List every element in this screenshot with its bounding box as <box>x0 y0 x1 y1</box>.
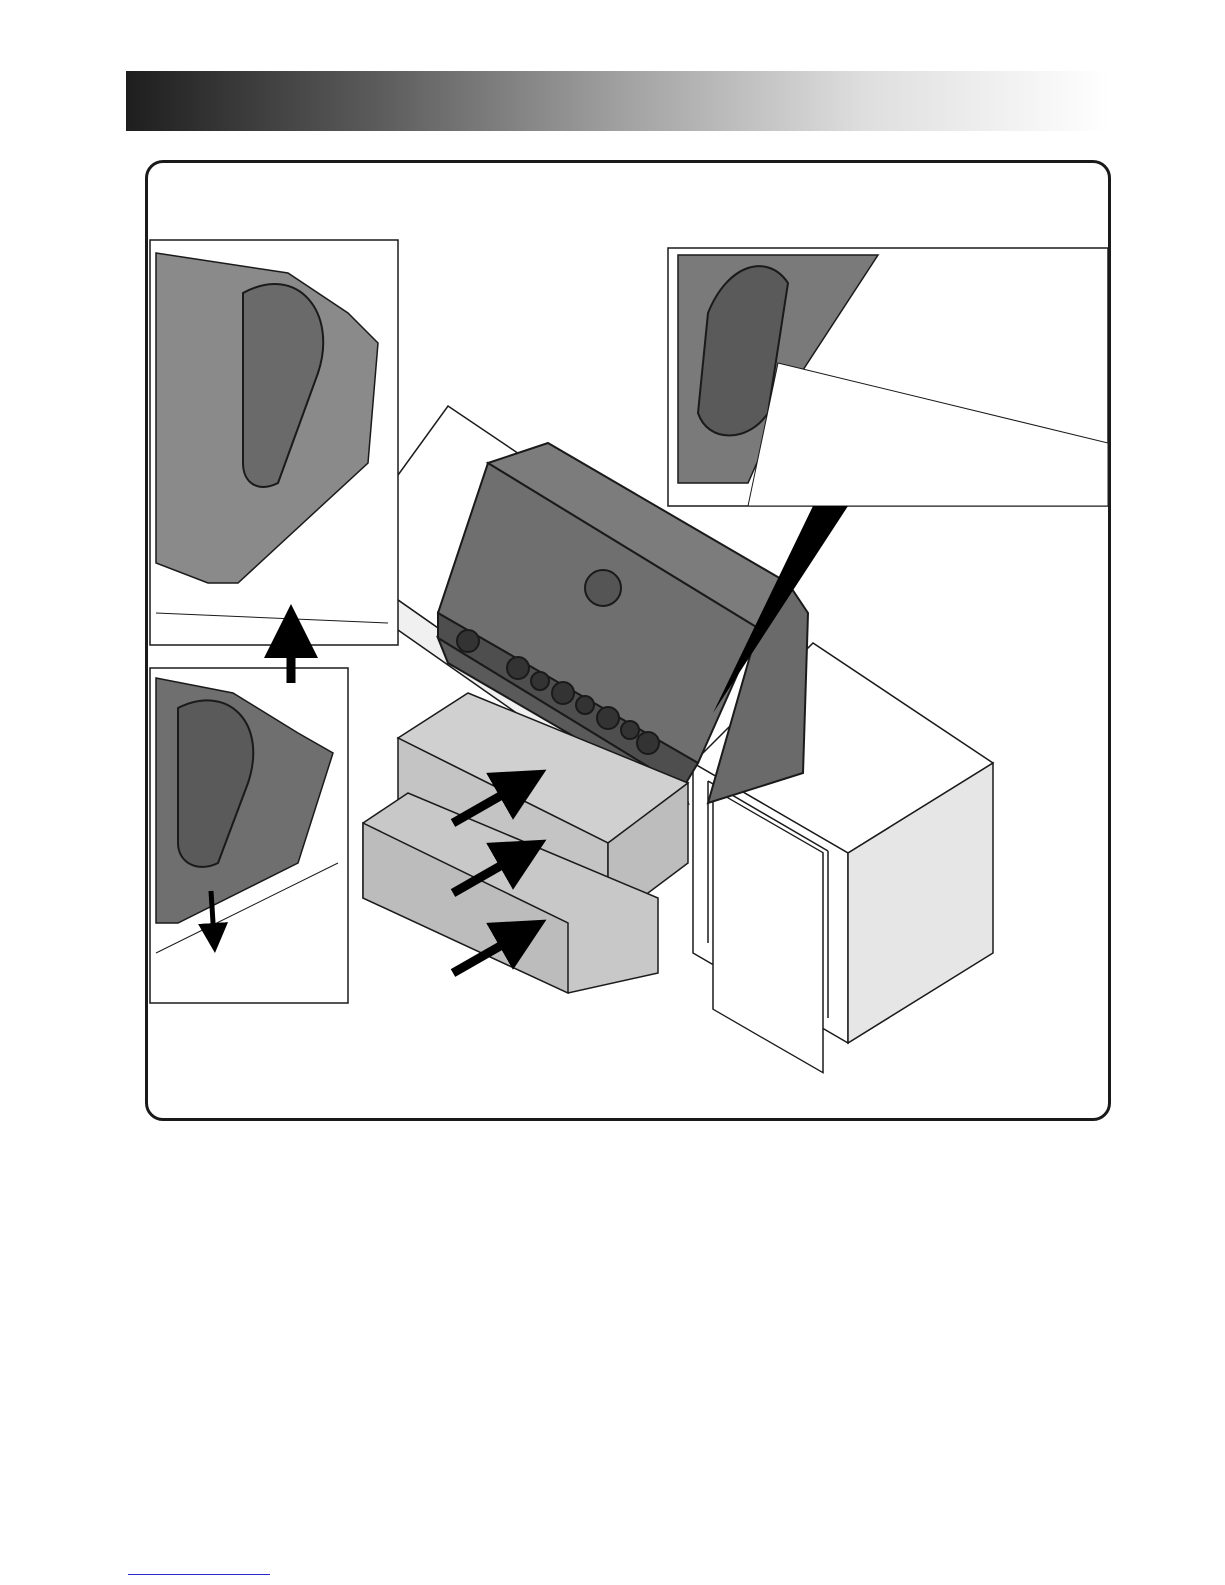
section-header-bar <box>126 71 1110 131</box>
footer-rule <box>128 1574 270 1575</box>
inset-lid-hinge-up <box>150 240 398 645</box>
grill-assembly-illustration <box>148 163 1111 1121</box>
illustration-frame <box>145 160 1111 1121</box>
push-arrow-down <box>211 891 214 938</box>
logo-emblem-icon <box>585 570 621 606</box>
inset-lid-hinge-down <box>150 668 348 1003</box>
inset-side-burner-detail <box>668 248 1108 506</box>
